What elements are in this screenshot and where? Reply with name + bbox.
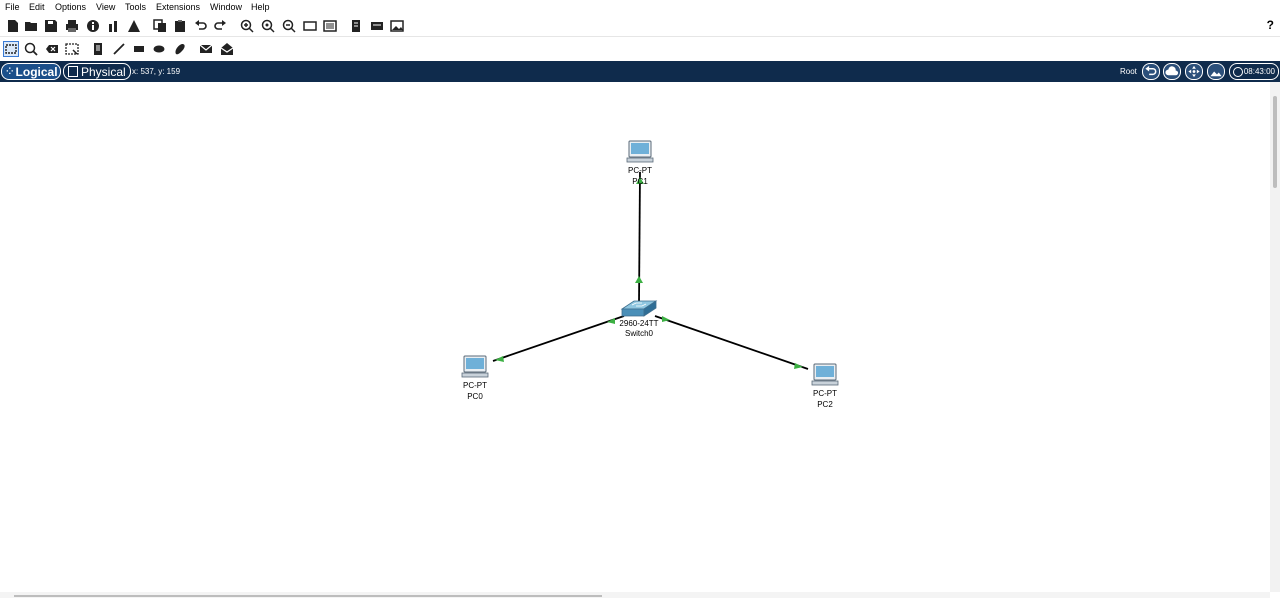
- pc2-name-label: PC2: [817, 400, 833, 409]
- main-toolbar: ?: [0, 15, 1280, 37]
- switch-icon: [620, 300, 658, 317]
- pc0-model-label: PC-PT: [463, 381, 487, 390]
- link-pc1-switch0[interactable]: [638, 171, 641, 305]
- complex-pdu-icon[interactable]: [219, 41, 235, 57]
- redo-icon[interactable]: [212, 18, 228, 34]
- port-up-icon: [607, 318, 615, 324]
- port-up-icon: [636, 177, 644, 184]
- switch0-name-label: Switch0: [625, 329, 654, 338]
- activity-wizard-icon[interactable]: [126, 18, 142, 34]
- link-pc0-switch0[interactable]: [492, 315, 625, 362]
- paste-icon[interactable]: [172, 18, 188, 34]
- pc0-name-label: PC0: [467, 392, 483, 401]
- delete-icon[interactable]: [44, 41, 60, 57]
- menu-bar: File Edit Options View Tools Extensions …: [0, 0, 1280, 15]
- menu-extensions[interactable]: Extensions: [156, 2, 201, 12]
- undo-icon[interactable]: [193, 18, 209, 34]
- menu-file[interactable]: File: [5, 2, 20, 12]
- tab-logical-label: Logical: [15, 64, 58, 79]
- ellipse-icon[interactable]: [151, 41, 167, 57]
- simple-pdu-icon[interactable]: [198, 41, 214, 57]
- cluster-icon[interactable]: [348, 18, 364, 34]
- copy-icon[interactable]: [152, 18, 168, 34]
- inspect-icon[interactable]: [23, 41, 39, 57]
- port-up-icon: [635, 276, 643, 283]
- pc-icon: [626, 140, 654, 163]
- resize-icon[interactable]: [64, 41, 80, 57]
- pc2-model-label: PC-PT: [813, 389, 837, 398]
- image-icon[interactable]: [389, 18, 405, 34]
- print-icon[interactable]: [64, 18, 80, 34]
- switch0-model-label: 2960-24TT: [619, 319, 658, 328]
- link-switch0-pc2[interactable]: [654, 315, 809, 370]
- freeform-icon[interactable]: [172, 41, 188, 57]
- port-up-icon: [794, 363, 803, 369]
- device-switch0[interactable]: 2960-24TT Switch0: [619, 300, 659, 338]
- edit-toolbar: [0, 38, 1280, 60]
- viewport-icon[interactable]: [369, 18, 385, 34]
- cloud-icon[interactable]: [1163, 63, 1181, 80]
- network-wizard-icon[interactable]: [106, 18, 122, 34]
- note-icon[interactable]: [90, 41, 106, 57]
- physical-workspace-icon: [68, 66, 78, 77]
- menu-options[interactable]: Options: [55, 2, 87, 12]
- tab-physical-label: Physical: [81, 64, 126, 79]
- pc1-name-label: PC1: [632, 177, 648, 186]
- new-file-icon[interactable]: [5, 18, 21, 34]
- horizontal-scroll-thumb[interactable]: [14, 595, 602, 597]
- realtime-clock[interactable]: 08:43:00: [1229, 63, 1279, 80]
- device-pc2[interactable]: PC-PT PC2: [811, 363, 839, 409]
- pc-icon: [461, 355, 489, 378]
- logical-workspace-canvas[interactable]: PC-PT PC1 2960-24TT Switch0 PC-PT PC0: [0, 82, 1270, 592]
- logical-workspace-icon: ⁘: [6, 66, 14, 76]
- help-button[interactable]: ?: [1266, 18, 1274, 32]
- topology-diagram: PC-PT PC1 2960-24TT Switch0 PC-PT PC0: [461, 140, 839, 409]
- tab-physical[interactable]: Physical: [63, 63, 131, 80]
- port-up-icon: [662, 316, 670, 322]
- clock-icon: [1233, 67, 1243, 77]
- custom-devices-icon[interactable]: [322, 18, 338, 34]
- vertical-scrollbar[interactable]: [1270, 82, 1280, 592]
- vertical-scroll-thumb[interactable]: [1273, 96, 1277, 188]
- viewport-move-icon[interactable]: [1185, 63, 1203, 80]
- pc-icon: [811, 363, 839, 386]
- device-pc0[interactable]: PC-PT PC0: [461, 355, 489, 401]
- port-up-icon: [495, 356, 504, 362]
- menu-help[interactable]: Help: [251, 2, 270, 12]
- zoom-reset-icon[interactable]: [260, 18, 276, 34]
- drawing-palette-icon[interactable]: [302, 18, 318, 34]
- open-folder-icon[interactable]: [23, 18, 39, 34]
- menu-window[interactable]: Window: [210, 2, 243, 12]
- cursor-coordinates: x: 537, y: 159: [132, 67, 181, 76]
- select-icon[interactable]: [3, 41, 19, 57]
- zoom-out-icon[interactable]: [281, 18, 297, 34]
- back-icon[interactable]: [1142, 63, 1160, 80]
- line-icon[interactable]: [111, 41, 127, 57]
- root-label: Root: [1120, 67, 1137, 76]
- pc1-model-label: PC-PT: [628, 166, 652, 175]
- save-icon[interactable]: [43, 18, 59, 34]
- info-icon[interactable]: [85, 18, 101, 34]
- background-image-icon[interactable]: [1207, 63, 1225, 80]
- menu-tools[interactable]: Tools: [125, 2, 147, 12]
- tab-logical[interactable]: ⁘ Logical: [1, 63, 61, 80]
- zoom-in-icon[interactable]: [239, 18, 255, 34]
- horizontal-scrollbar[interactable]: [0, 592, 1270, 598]
- workspace-tab-bar: ⁘ Logical Physical x: 537, y: 159 Root 0…: [0, 61, 1280, 82]
- clock-time: 08:43:00: [1243, 67, 1275, 76]
- menu-view[interactable]: View: [96, 2, 116, 12]
- device-pc1[interactable]: PC-PT PC1: [626, 140, 654, 186]
- menu-edit[interactable]: Edit: [29, 2, 45, 12]
- rectangle-icon[interactable]: [131, 41, 147, 57]
